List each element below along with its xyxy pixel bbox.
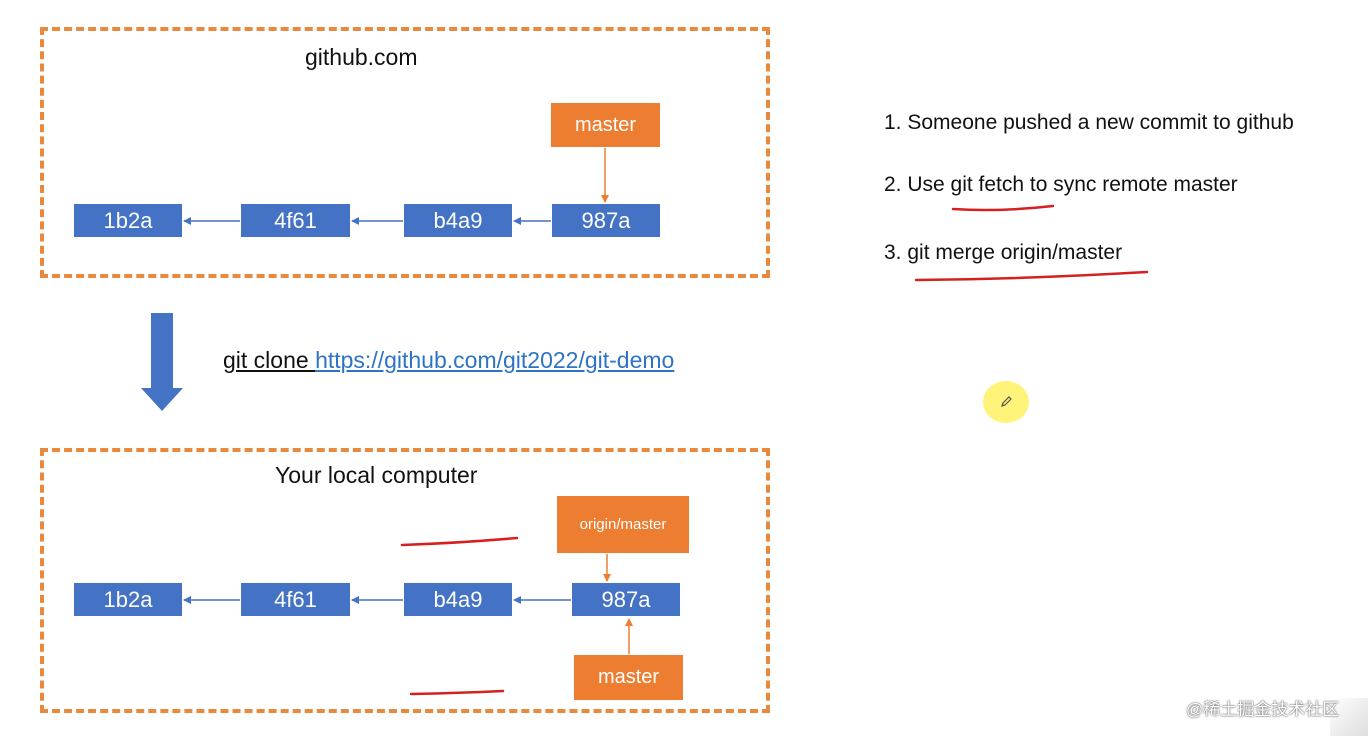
local-repo-frame: [40, 448, 770, 713]
remote-commit-4f61: 4f61: [241, 204, 350, 237]
clone-command-line: git clone https://github.com/git2022/git…: [223, 347, 674, 374]
clone-url-link[interactable]: https://github.com/git2022/git-demo: [315, 347, 675, 373]
step-3-text: 3. git merge origin/master: [884, 241, 1123, 264]
annotation-underline-merge: [914, 270, 1149, 282]
local-commit-987a: 987a: [572, 583, 680, 616]
local-commit-4f61: 4f61: [241, 583, 350, 616]
local-repo-title: Your local computer: [275, 462, 478, 488]
remote-repo-frame: [40, 27, 770, 278]
watermark-text: @稀土掘金技术社区: [1186, 700, 1340, 719]
step-2-text: 2. Use git fetch to sync remote master: [884, 173, 1238, 196]
remote-commit-987a: 987a: [552, 204, 660, 237]
annotation-underline-fetch: [951, 204, 1055, 212]
local-commit-b4a9: b4a9: [404, 583, 512, 616]
remote-master-ref: master: [551, 103, 660, 147]
down-arrow-icon: [141, 313, 183, 411]
remote-commit-b4a9: b4a9: [404, 204, 512, 237]
remote-repo-title: github.com: [305, 44, 418, 70]
local-master-ref: master: [574, 655, 683, 700]
step-1-text: 1. Someone pushed a new commit to github: [884, 111, 1294, 134]
local-commit-1b2a: 1b2a: [74, 583, 182, 616]
corner-shade: [1330, 698, 1368, 736]
pen-cursor-icon: [983, 381, 1029, 423]
clone-command: git clone: [223, 347, 316, 373]
remote-commit-1b2a: 1b2a: [74, 204, 182, 237]
local-origin-master-ref: origin/master: [557, 496, 689, 553]
